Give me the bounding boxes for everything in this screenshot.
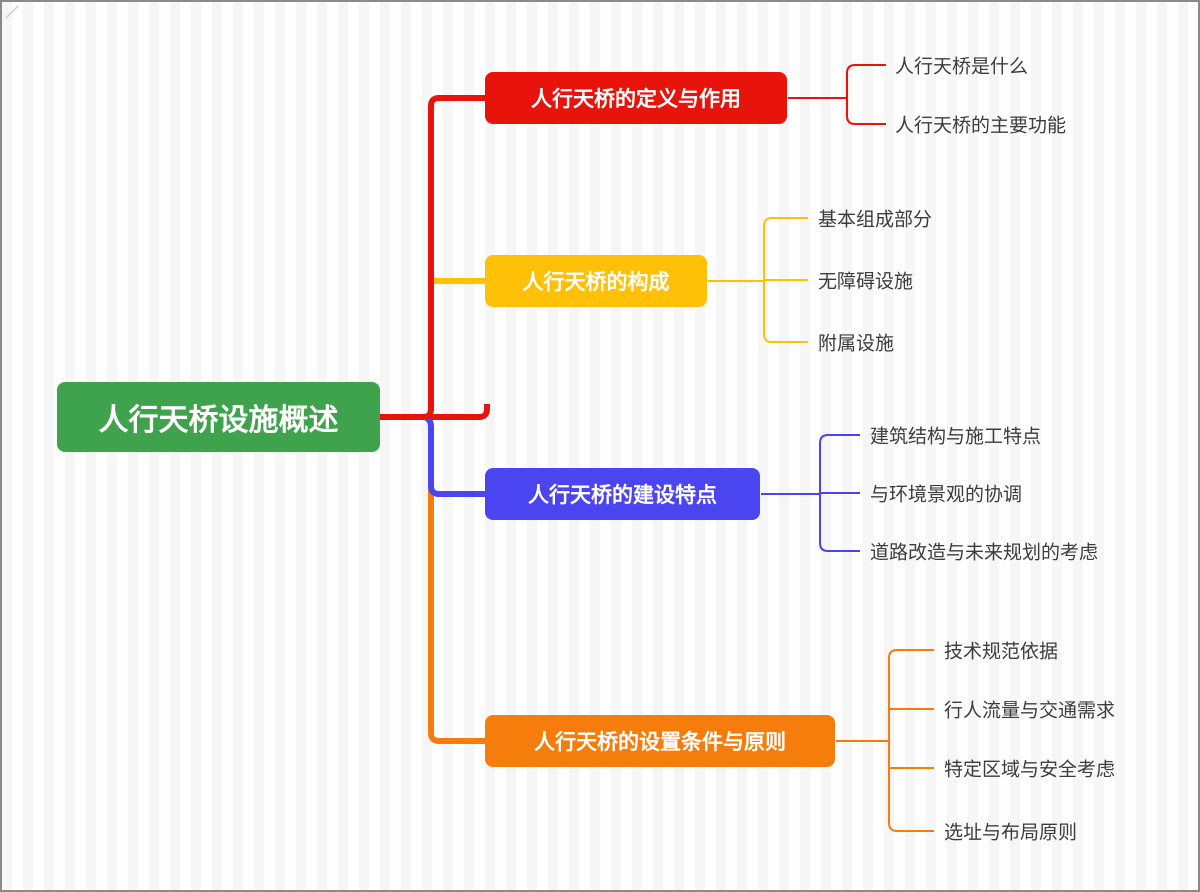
child-connector-composition-trunk [763, 217, 808, 343]
root-node[interactable]: 人行天桥设施概述 [57, 382, 380, 452]
child-topic-composition-2[interactable]: 无障碍设施 [818, 271, 914, 293]
child-topic-composition-3[interactable]: 附属设施 [818, 333, 895, 355]
child-topic-siting-4[interactable]: 选址与布局原则 [944, 822, 1078, 844]
child-topic-definition-1[interactable]: 人行天桥是什么 [895, 56, 1029, 78]
child-connector-siting-trunk [888, 649, 934, 832]
main-connector-siting [428, 488, 485, 744]
main-connector-construction [423, 414, 485, 497]
child-topic-definition-2[interactable]: 人行天桥的主要功能 [895, 115, 1067, 137]
branch-node-construction[interactable]: 人行天桥的建设特点 [485, 468, 760, 520]
child-topic-construction-1[interactable]: 建筑结构与施工特点 [870, 426, 1042, 448]
child-topic-siting-1[interactable]: 技术规范依据 [944, 641, 1059, 663]
child-connector-definition-trunk [846, 64, 886, 125]
child-topic-construction-3[interactable]: 道路改造与未来规划的考虑 [870, 542, 1099, 564]
child-topic-composition-1[interactable]: 基本组成部分 [818, 209, 933, 231]
main-connector-definition [380, 95, 485, 420]
branch-node-definition[interactable]: 人行天桥的定义与作用 [485, 72, 787, 124]
child-topic-siting-3[interactable]: 特定区域与安全考虑 [944, 759, 1116, 781]
child-topic-construction-2[interactable]: 与环境景观的协调 [870, 484, 1023, 506]
child-connector-construction-trunk [819, 434, 860, 552]
child-topic-siting-2[interactable]: 行人流量与交通需求 [944, 700, 1116, 722]
main-connector-red-stub [431, 404, 490, 420]
branch-node-composition[interactable]: 人行天桥的构成 [485, 255, 707, 307]
branch-node-siting[interactable]: 人行天桥的设置条件与原则 [485, 715, 835, 767]
corner-mark [5, 5, 19, 19]
